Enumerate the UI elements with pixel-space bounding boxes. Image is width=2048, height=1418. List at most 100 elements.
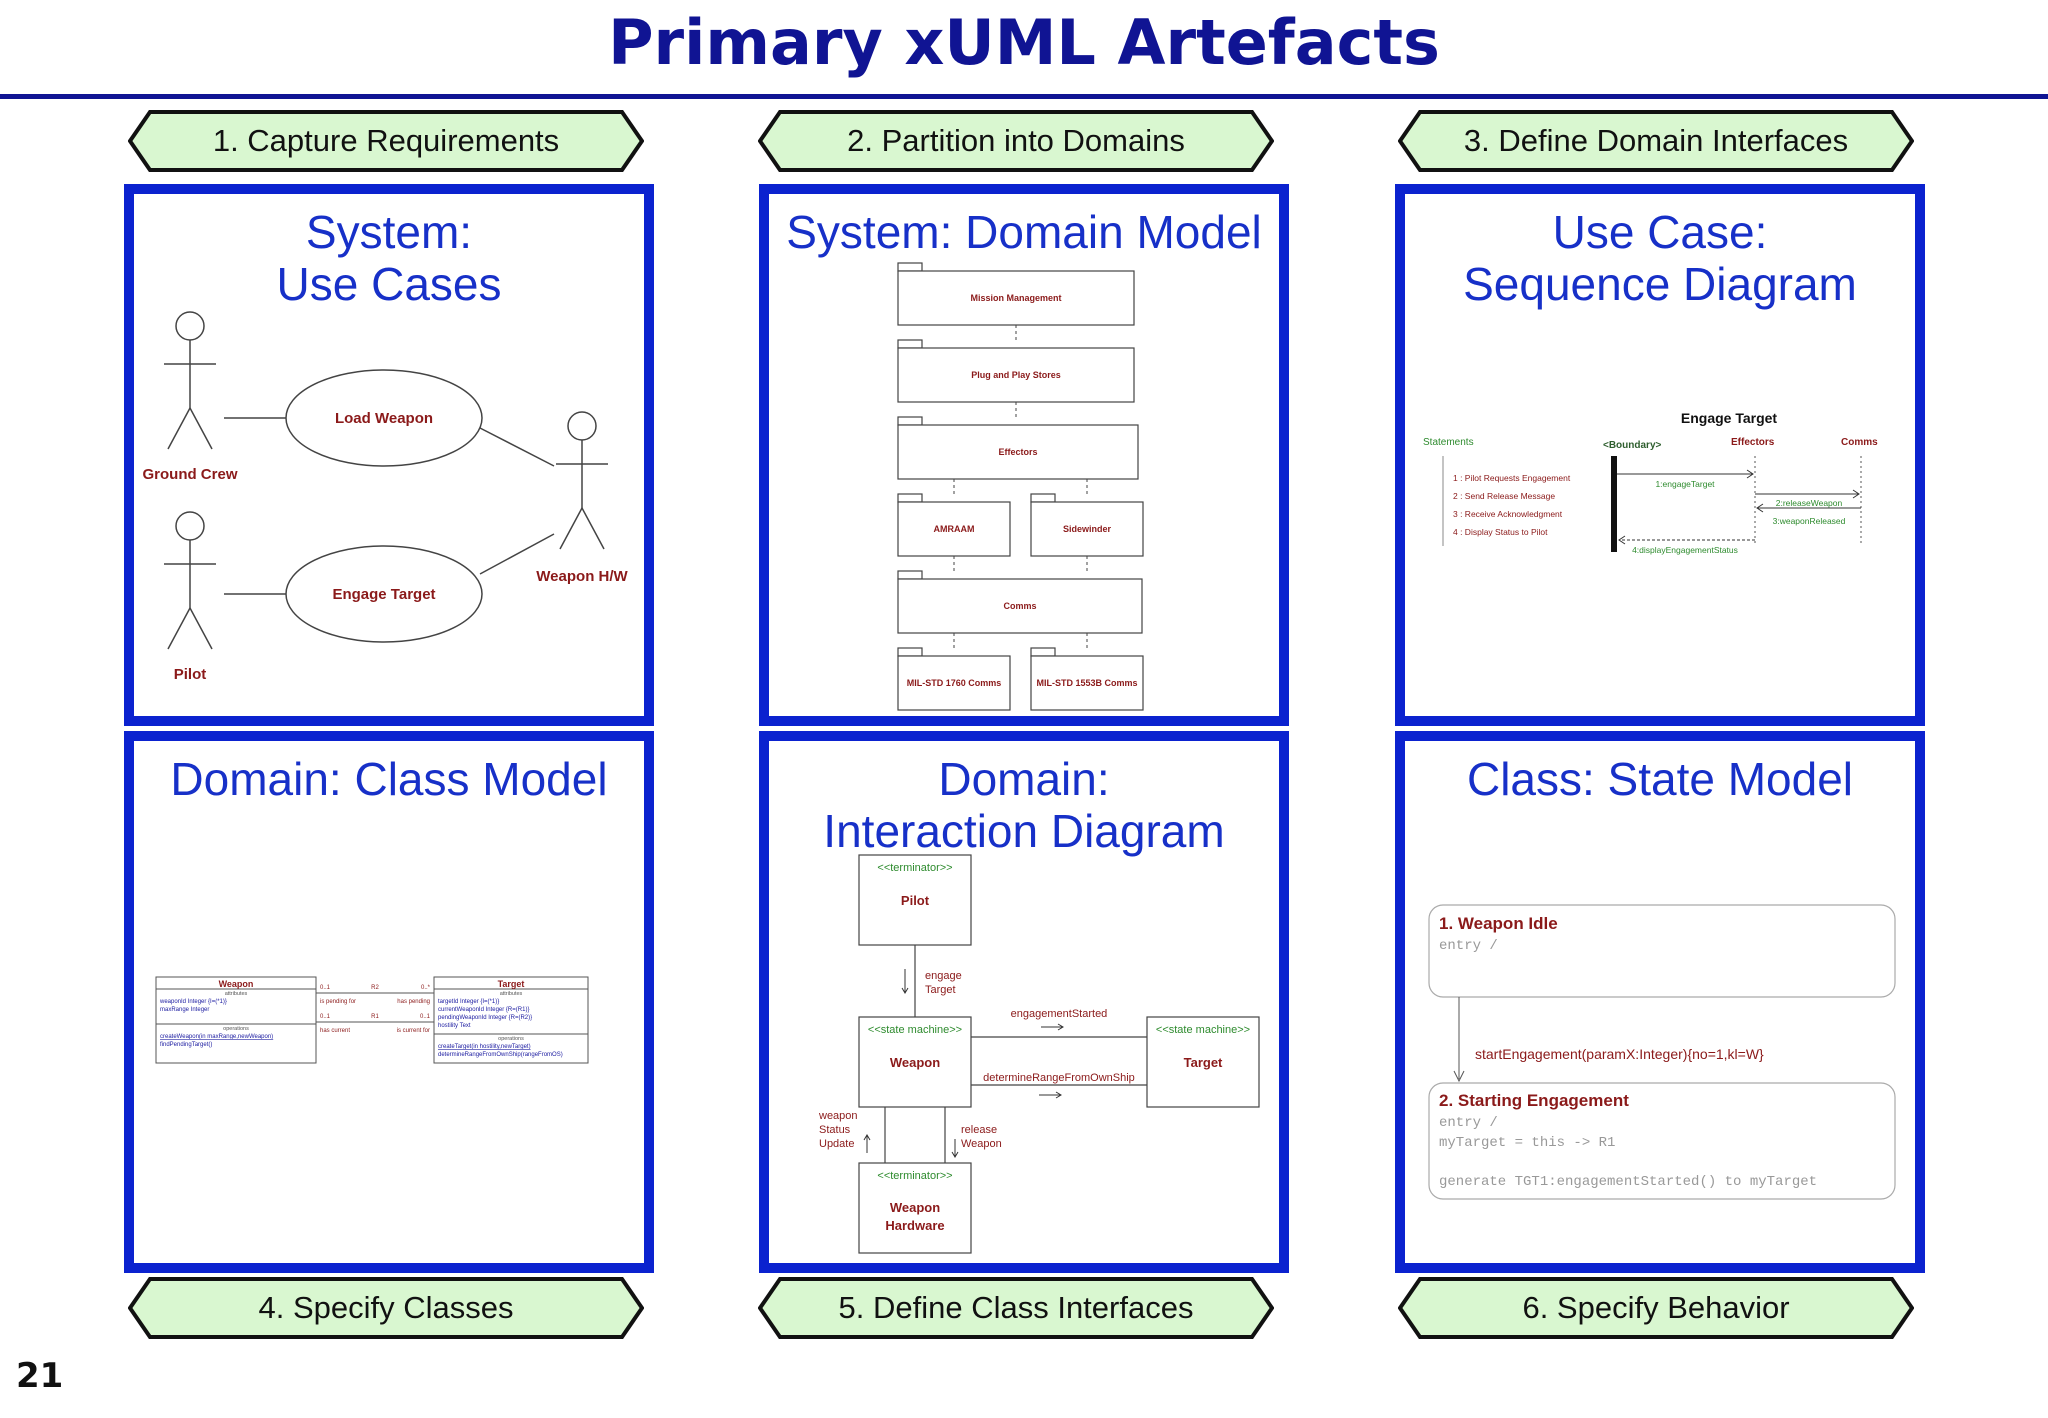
package-label: Plug and Play Stores: [971, 370, 1061, 380]
association-multiplicity: 0..1: [320, 985, 331, 991]
actor-label: Ground Crew: [142, 466, 237, 483]
association-multiplicity: 0..1: [320, 1014, 331, 1020]
association-id: R2: [371, 985, 379, 991]
signal-label: Weapon: [961, 1138, 1002, 1150]
statement-text: 4 : Display Status to Pilot: [1453, 527, 1548, 537]
panel-title: Use Case: Sequence Diagram: [1463, 206, 1857, 310]
association-role: is pending for: [320, 999, 356, 1005]
step-label: 5. Define Class Interfaces: [838, 1290, 1194, 1325]
state-diagram: 1. Weapon Idle entry / startEngagement(p…: [1428, 904, 1896, 1200]
association-role: has pending: [397, 999, 430, 1005]
sequence-diagram: Engage Target Statements <Boundary> Effe…: [1423, 410, 1878, 555]
package-box: [897, 493, 1011, 557]
stereotype-label: <<state machine>>: [1156, 1024, 1250, 1036]
class-section-header: operations: [223, 1026, 249, 1032]
statement-text: 3 : Receive Acknowledgment: [1453, 509, 1563, 519]
statement-text: 2 : Send Release Message: [1453, 491, 1555, 501]
actor-label: Weapon H/W: [536, 568, 628, 585]
terminator-box: [858, 854, 972, 946]
signal-label: Status: [819, 1124, 851, 1136]
step-banner-2: 2. Partition into Domains: [758, 110, 1274, 172]
class-section-header: operations: [498, 1036, 524, 1042]
state-entry: entry /: [1439, 938, 1498, 954]
actor-figure: [164, 511, 216, 650]
class-attribute: targetId Integer {I=(*1)}: [438, 999, 499, 1005]
class-attribute: hostility Text: [438, 1023, 471, 1029]
class-operation: determineRangeFromOwnShip(rangeFromOS): [438, 1052, 563, 1058]
class-attribute: currentWeaponId Integer {R=(R1)}: [438, 1007, 529, 1013]
step-banner-shape: [128, 1277, 644, 1339]
stereotype-label: <<state machine>>: [868, 1024, 962, 1036]
message-label: 3:weaponReleased: [1773, 516, 1846, 526]
class-section-header: attributes: [500, 991, 523, 997]
lifeline-label: Effectors: [1731, 437, 1775, 448]
state-name: 2. Starting Engagement: [1439, 1091, 1629, 1110]
association-multiplicity: 0..1: [420, 1014, 431, 1020]
step-label: 3. Define Domain Interfaces: [1463, 123, 1849, 158]
signal-label: Update: [819, 1138, 854, 1150]
sequence-title: Engage Target: [1681, 410, 1778, 426]
step-label: 6. Specify Behavior: [1522, 1290, 1790, 1325]
state-box: [1428, 1082, 1896, 1200]
state-action: myTarget = this -> R1: [1439, 1135, 1615, 1151]
package-box: [897, 570, 1143, 634]
state-machine-box: [858, 1016, 972, 1108]
step-banner-4: 4. Specify Classes: [128, 1277, 644, 1339]
step-banner-6: 6. Specify Behavior: [1398, 1277, 1914, 1339]
stereotype-label: <<terminator>>: [877, 862, 952, 874]
terminator-box: [858, 1162, 972, 1254]
box-name: Pilot: [901, 893, 930, 908]
step-banner-1: 1. Capture Requirements: [128, 110, 644, 172]
title-rule: [0, 94, 2048, 99]
message-label: 2:releaseWeapon: [1776, 498, 1843, 508]
package-label: MIL-STD 1760 Comms: [907, 678, 1002, 688]
panel-interaction-diagram: Domain: Interaction Diagram <<terminator…: [759, 731, 1289, 1273]
panel-state-model: Class: State Model 1. Weapon Idle entry …: [1395, 731, 1925, 1273]
association-id: R1: [371, 1014, 379, 1020]
association-role: is current for: [397, 1028, 430, 1034]
signal-label: weapon: [818, 1110, 858, 1122]
panel-use-cases: System: Use Cases Ground Crew Pilot Weap: [124, 184, 654, 726]
step-label: 2. Partition into Domains: [847, 123, 1185, 158]
class-operation: createTarget(in hostility,newTarget): [438, 1044, 531, 1050]
panel-title: System: Use Cases: [276, 206, 502, 310]
package-label: Sidewinder: [1063, 524, 1112, 534]
class-box: [155, 976, 317, 1064]
association-role: has current: [320, 1028, 350, 1034]
box-name: Weapon: [890, 1055, 940, 1070]
step-banner-shape: [1398, 1277, 1914, 1339]
signal-label: determineRangeFromOwnShip: [983, 1072, 1135, 1084]
state-action: generate TGT1:engagementStarted() to myT…: [1439, 1174, 1817, 1190]
class-attribute: maxRange Integer: [160, 1007, 209, 1013]
panel-sequence-diagram: Use Case: Sequence Diagram Engage Target…: [1395, 184, 1925, 726]
interaction-diagram: <<terminator>> <<state machine>> <<state…: [818, 854, 1260, 1254]
state-box: [1428, 904, 1896, 998]
package-box: [897, 647, 1011, 711]
message-label: 4:displayEngagementStatus: [1632, 545, 1738, 555]
package-box: [897, 416, 1139, 480]
signal-label: engage: [925, 970, 962, 982]
package-label: Effectors: [998, 447, 1037, 457]
signal-label: Target: [925, 984, 956, 996]
package-label: AMRAAM: [934, 524, 975, 534]
step-banner-shape: [128, 110, 644, 172]
lifeline-label: Statements: [1423, 437, 1474, 448]
class-attribute: weaponId Integer {I=(*1)}: [159, 999, 227, 1005]
stereotype-label: <<terminator>>: [877, 1170, 952, 1182]
class-operation: findPendingTarget(): [160, 1042, 212, 1048]
class-box: [433, 976, 589, 1064]
statement-text: 1 : Pilot Requests Engagement: [1453, 473, 1571, 483]
step-banner-shape: [758, 110, 1274, 172]
package-box: [897, 339, 1135, 403]
signal-label: release: [961, 1124, 997, 1136]
state-entry: entry /: [1439, 1115, 1498, 1131]
lifeline-label: Comms: [1841, 437, 1878, 448]
page-number: 21: [16, 1356, 64, 1396]
panel-title: Class: State Model: [1466, 753, 1854, 805]
package-box: [1030, 493, 1144, 557]
step-banner-5: 5. Define Class Interfaces: [758, 1277, 1274, 1339]
package-box: [1030, 647, 1144, 711]
package-box: [897, 262, 1135, 326]
use-case-label: Engage Target: [332, 586, 435, 603]
signal-label: engagementStarted: [1011, 1008, 1108, 1020]
